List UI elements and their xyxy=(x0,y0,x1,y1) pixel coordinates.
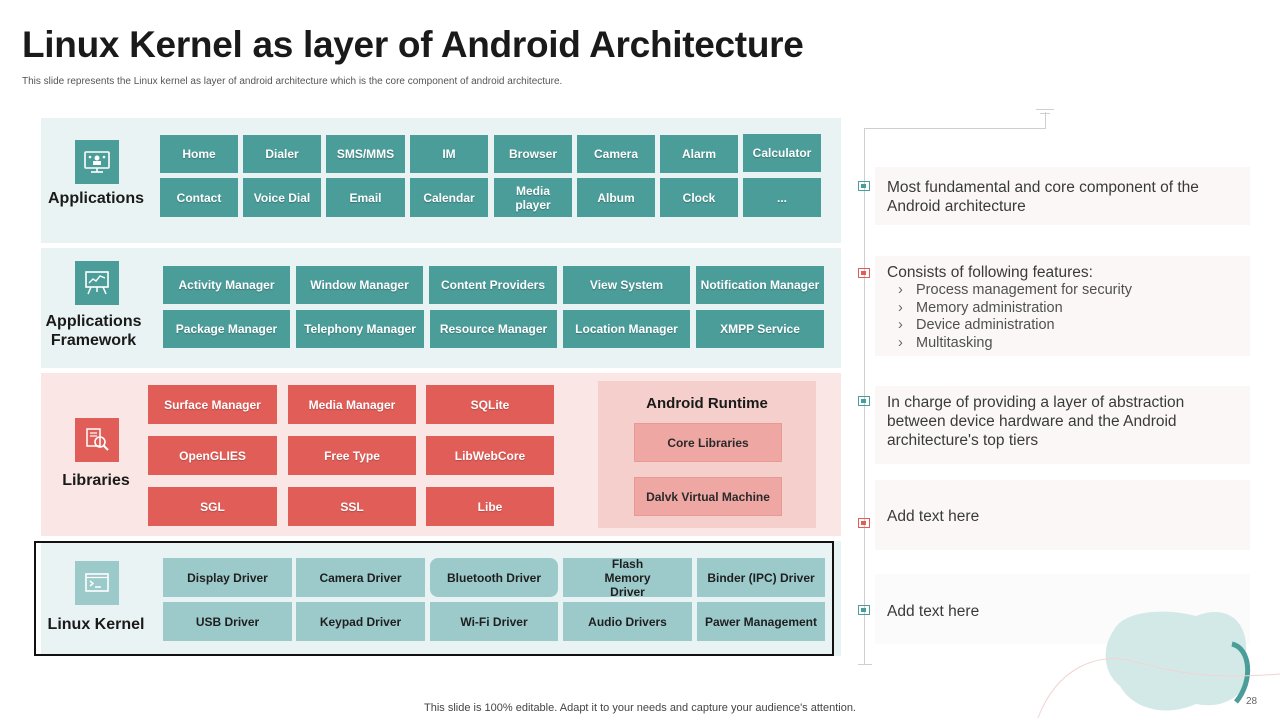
lib-sgl: SGL xyxy=(148,487,277,526)
note-marker-icon xyxy=(858,518,870,528)
fw-location-manager: Location Manager xyxy=(563,310,690,348)
timeline-cap-inner xyxy=(1040,113,1050,114)
timeline-end xyxy=(858,664,872,665)
app-calendar: Calendar xyxy=(410,178,488,217)
timeline-connector xyxy=(864,128,1046,129)
note-card-3 xyxy=(875,386,1250,464)
fw-notification-manager: Notification Manager xyxy=(696,266,824,304)
decorative-blob xyxy=(1036,600,1280,720)
note-1-text: Most fundamental and core component of t… xyxy=(887,179,1199,215)
lib-ssl: SSL xyxy=(288,487,416,526)
kernel-wifi-driver: Wi-Fi Driver xyxy=(430,602,558,641)
app-album: Album xyxy=(577,178,655,217)
app-email: Email xyxy=(326,178,405,217)
kernel-flash-memory-driver: Flash Memory Driver xyxy=(563,557,692,599)
lib-free-type: Free Type xyxy=(288,436,416,475)
app-im: IM xyxy=(410,135,488,173)
fw-telephony-manager: Telephony Manager xyxy=(296,310,424,348)
libraries-search-icon xyxy=(75,418,119,462)
app-home: Home xyxy=(160,135,238,173)
kernel-label: Linux Kernel xyxy=(47,616,145,633)
android-runtime-title: Android Runtime xyxy=(646,395,768,412)
fw-view-system: View System xyxy=(563,266,690,304)
note-2-bullet: ›Multitasking xyxy=(898,335,993,351)
lib-openglies: OpenGLIES xyxy=(148,436,277,475)
timeline-connector-stem xyxy=(1045,112,1046,129)
fw-resource-manager: Resource Manager xyxy=(430,310,557,348)
lib-surface-manager: Surface Manager xyxy=(148,385,277,424)
note-3-text: In charge of providing a layer of abstra… xyxy=(887,394,1185,449)
app-media-player: Media player xyxy=(494,178,572,217)
kernel-display-driver: Display Driver xyxy=(163,558,292,597)
kernel-power-management: Pawer Management xyxy=(697,602,825,641)
runtime-dalvik-vm: Dalvk Virtual Machine xyxy=(634,477,782,516)
note-marker-icon xyxy=(858,605,870,615)
note-4-text: Add text here xyxy=(887,508,980,525)
kernel-usb-driver: USB Driver xyxy=(163,602,292,641)
app-alarm: Alarm xyxy=(660,135,738,173)
libraries-label: Libraries xyxy=(62,472,130,489)
note-marker-icon xyxy=(858,181,870,191)
fw-xmpp-service: XMPP Service xyxy=(696,310,824,348)
app-calculator: Calculator xyxy=(743,134,821,172)
app-dialer: Dialer xyxy=(243,135,321,173)
kernel-binder-ipc-driver: Binder (IPC) Driver xyxy=(697,558,825,597)
runtime-core-libraries: Core Libraries xyxy=(634,423,782,462)
kernel-audio-drivers: Audio Drivers xyxy=(563,602,692,641)
slide-subtitle: This slide represents the Linux kernel a… xyxy=(22,76,563,87)
app-sms-mms: SMS/MMS xyxy=(326,135,405,173)
note-marker-icon xyxy=(858,268,870,278)
chevron-right-icon: › xyxy=(898,300,903,316)
slide-footer: This slide is 100% editable. Adapt it to… xyxy=(424,702,856,714)
note-card-1 xyxy=(875,167,1250,225)
kernel-highlight-frame xyxy=(34,541,834,656)
note-card-4 xyxy=(875,480,1250,550)
kernel-bluetooth-driver: Bluetooth Driver xyxy=(430,558,558,597)
chevron-right-icon: › xyxy=(898,335,903,351)
app-clock: Clock xyxy=(660,178,738,217)
note-2-bullet: ›Memory administration xyxy=(898,300,1063,316)
app-screen-icon xyxy=(75,140,119,184)
framework-presentation-icon xyxy=(75,261,119,305)
lib-libe: Libe xyxy=(426,487,554,526)
timeline-cap xyxy=(1036,109,1054,110)
note-2-bullet: ›Process management for security xyxy=(898,282,1132,298)
chevron-right-icon: › xyxy=(898,282,903,298)
app-voice-dial: Voice Dial xyxy=(243,178,321,217)
slide-title: Linux Kernel as layer of Android Archite… xyxy=(22,24,804,65)
lib-sqlite: SQLite xyxy=(426,385,554,424)
page-number: 28 xyxy=(1246,696,1258,707)
app-more: ... xyxy=(743,178,821,217)
app-browser: Browser xyxy=(494,135,572,173)
fw-package-manager: Package Manager xyxy=(163,310,290,348)
note-marker-icon xyxy=(858,396,870,406)
fw-window-manager: Window Manager xyxy=(296,266,423,304)
fw-activity-manager: Activity Manager xyxy=(163,266,290,304)
applications-label: Applications xyxy=(47,190,144,207)
lib-libwebcore: LibWebCore xyxy=(426,436,554,475)
note-2-bullet: ›Device administration xyxy=(898,317,1055,333)
chevron-right-icon: › xyxy=(898,317,903,333)
note-5-text: Add text here xyxy=(887,603,980,620)
note-2-text: Consists of following features: xyxy=(887,264,1093,281)
app-contact: Contact xyxy=(160,178,238,217)
framework-label: Applications Framework xyxy=(45,313,142,349)
kernel-terminal-icon xyxy=(75,561,119,605)
fw-content-providers: Content Providers xyxy=(429,266,557,304)
kernel-keypad-driver: Keypad Driver xyxy=(296,602,425,641)
lib-media-manager: Media Manager xyxy=(288,385,416,424)
app-camera: Camera xyxy=(577,135,655,173)
kernel-camera-driver: Camera Driver xyxy=(296,558,425,597)
note-card-2 xyxy=(875,256,1250,356)
